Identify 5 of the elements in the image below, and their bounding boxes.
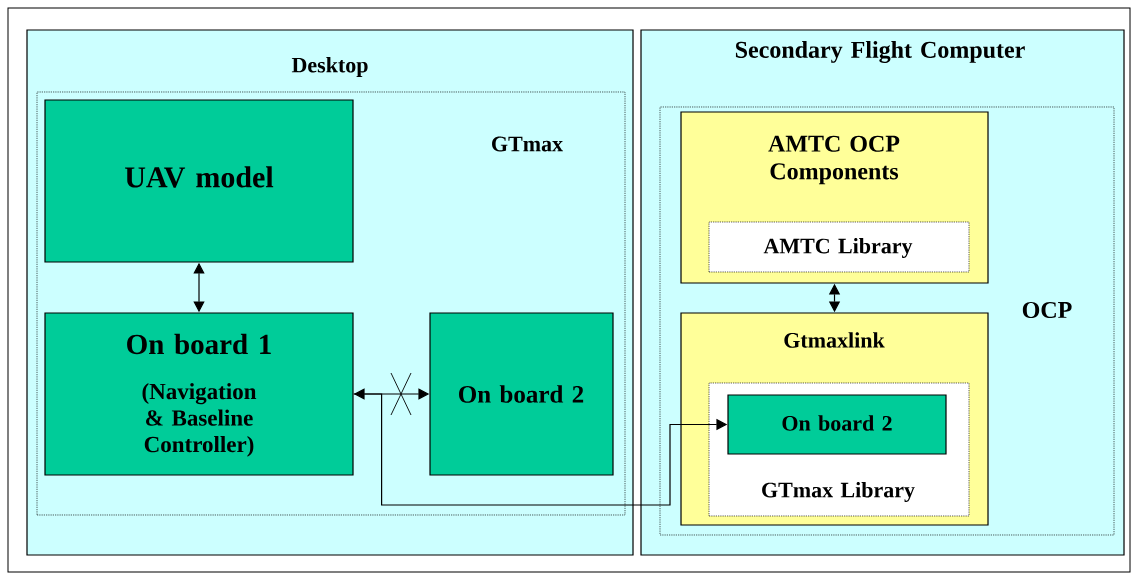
- module-box: On board 2: [429, 312, 614, 476]
- module-box: On board 1 (Navigation & Baseline Controller): [44, 312, 354, 476]
- module-box: On board 2: [727, 394, 947, 455]
- module-box: UAV model: [44, 99, 354, 263]
- library-box: AMTC Library: [708, 221, 970, 273]
